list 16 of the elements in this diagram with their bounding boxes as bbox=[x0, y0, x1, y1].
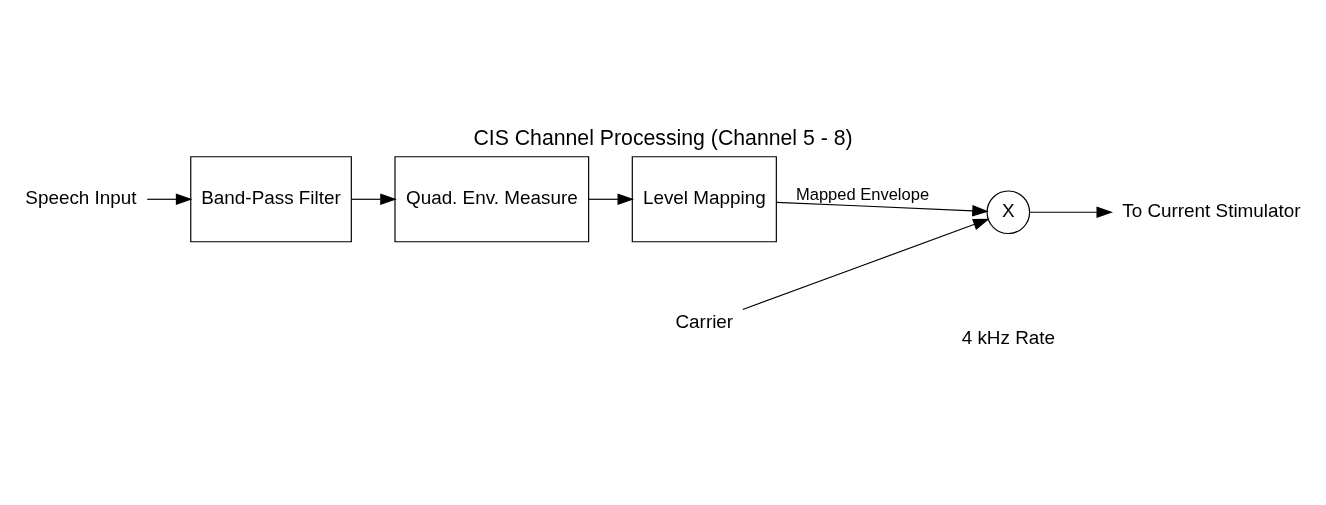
arrow bbox=[146, 193, 193, 205]
node-text: Speech Input bbox=[25, 186, 137, 208]
node-text: Carrier bbox=[675, 310, 734, 332]
arrow bbox=[588, 193, 635, 205]
node-box: Band-Pass Filter bbox=[190, 155, 352, 242]
node-box: Quad. Env. Measure bbox=[394, 155, 590, 242]
node-circle: X bbox=[986, 189, 1031, 234]
arrow bbox=[350, 193, 397, 205]
edge-label: Mapped Envelope bbox=[795, 184, 930, 204]
arrow bbox=[1029, 205, 1113, 218]
label: 4 kHz Rate bbox=[961, 326, 1056, 348]
node-box: Level Mapping bbox=[631, 155, 777, 242]
diagram-title: CIS Channel Processing (Channel 5 - 8) bbox=[473, 125, 853, 150]
node-text: To Current Stimulator bbox=[1122, 199, 1301, 221]
arrow bbox=[742, 218, 990, 310]
arrow bbox=[776, 201, 989, 217]
